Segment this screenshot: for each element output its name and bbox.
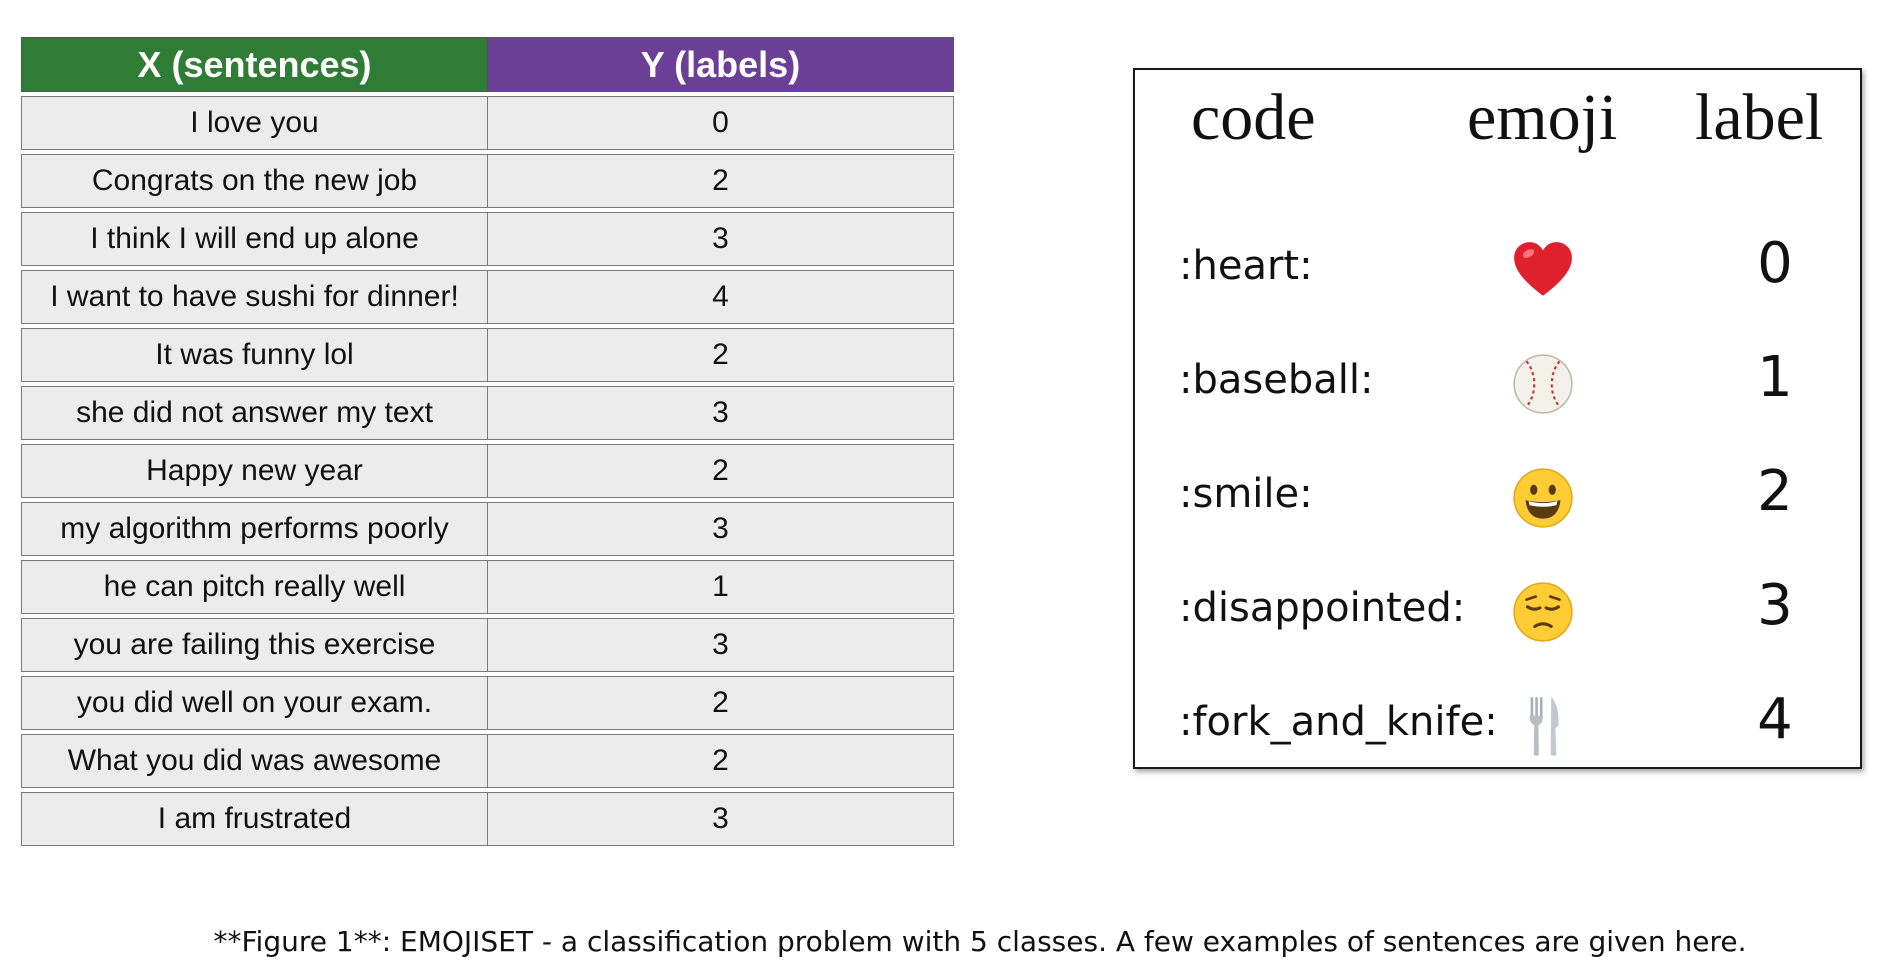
emoji-label: 4	[1757, 687, 1793, 752]
label-cell: 2	[487, 734, 954, 788]
emoji-code: :disappointed:	[1179, 585, 1466, 631]
sentence-cell: you are failing this exercise	[21, 618, 488, 672]
emoji-code-table: code emoji label :heart: 0 :baseball: 1 …	[1133, 68, 1862, 769]
label-cell: 3	[487, 792, 954, 846]
label-cell: 2	[487, 328, 954, 382]
sentence-cell: my algorithm performs poorly	[21, 502, 488, 556]
emoji-code: :fork_and_knife:	[1179, 699, 1498, 745]
emoji-code: :smile:	[1179, 471, 1313, 517]
emoji-label: 1	[1757, 345, 1793, 410]
label-cell: 3	[487, 212, 954, 266]
emoji-row-fork-and-knife: :fork_and_knife: 4	[1135, 681, 1860, 771]
code-header: code	[1191, 81, 1316, 154]
label-header: label	[1695, 81, 1824, 154]
sentence-cell: I am frustrated	[21, 792, 488, 846]
sentence-cell: I want to have sushi for dinner!	[21, 270, 488, 324]
sentence-cell: you did well on your exam.	[21, 676, 488, 730]
sentence-cell: he can pitch really well	[21, 560, 488, 614]
fork-and-knife-icon	[1529, 697, 1559, 756]
label-cell: 3	[487, 502, 954, 556]
label-cell: 3	[487, 386, 954, 440]
label-cell: 2	[487, 676, 954, 730]
disappointed-icon	[1513, 582, 1573, 642]
smile-icon	[1513, 468, 1573, 528]
emoji-label: 2	[1757, 459, 1793, 524]
label-cell: 1	[487, 560, 954, 614]
label-cell: 2	[487, 444, 954, 498]
sentence-cell: It was funny lol	[21, 328, 488, 382]
sentence-cell: What you did was awesome	[21, 734, 488, 788]
label-cell: 3	[487, 618, 954, 672]
emoji-row-baseball: :baseball: 1	[1135, 339, 1860, 429]
sentence-cell: I think I will end up alone	[21, 212, 488, 266]
label-cell: 4	[487, 270, 954, 324]
header-x-sentences: X (sentences)	[21, 37, 488, 92]
heart-icon	[1514, 242, 1572, 296]
sentence-cell: she did not answer my text	[21, 386, 488, 440]
label-cell: 2	[487, 154, 954, 208]
emoji-row-smile: :smile: 2	[1135, 453, 1860, 543]
emoji-row-disappointed: :disappointed: 3	[1135, 567, 1860, 657]
table-row: you did well on your exam.2	[21, 676, 954, 730]
emoji-code: :heart:	[1179, 243, 1313, 289]
baseball-icon	[1513, 354, 1573, 414]
label-cell: 0	[487, 96, 954, 150]
emoji-label: 3	[1757, 573, 1793, 638]
emoji-label: 0	[1757, 231, 1793, 296]
emoji-header: emoji	[1467, 81, 1618, 154]
emoji-code: :baseball:	[1179, 357, 1374, 403]
table-row: I want to have sushi for dinner!4	[21, 270, 954, 324]
header-y-labels: Y (labels)	[487, 37, 954, 92]
figure-caption: **Figure 1**: EMOJISET - a classificatio…	[213, 925, 1747, 958]
sentence-cell: I love you	[21, 96, 488, 150]
sentence-cell: Congrats on the new job	[21, 154, 488, 208]
sentence-cell: Happy new year	[21, 444, 488, 498]
emoji-row-heart: :heart: 0	[1135, 225, 1860, 315]
